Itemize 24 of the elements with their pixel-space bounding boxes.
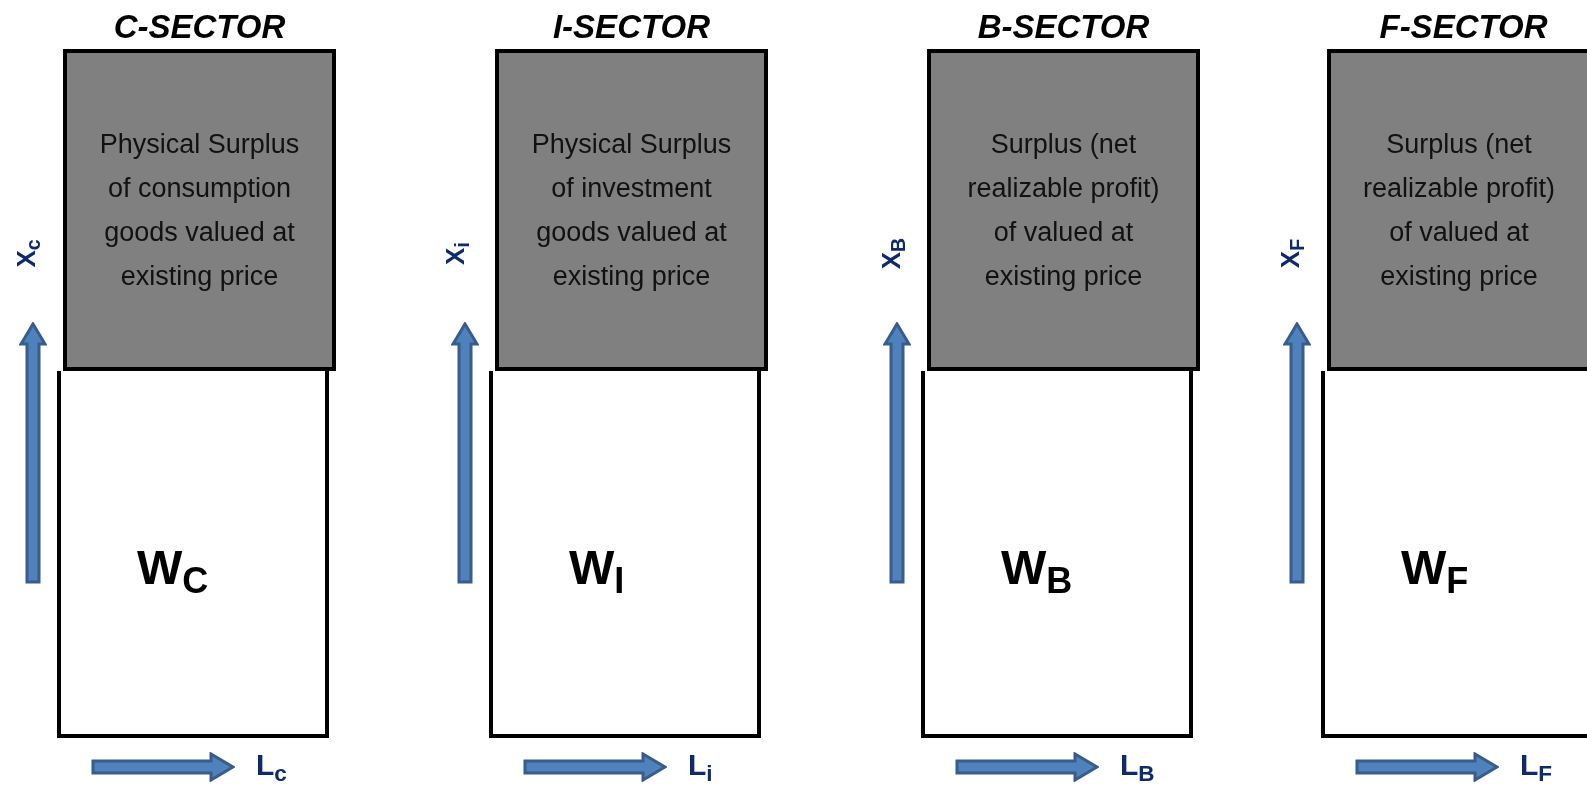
wage-label: W$_{C}$ bbox=[137, 539, 209, 603]
wage-box bbox=[921, 371, 1193, 738]
wage-box bbox=[1321, 371, 1587, 738]
surplus-box bbox=[63, 49, 336, 371]
wage-box bbox=[489, 371, 761, 738]
sector-title: F-SECTOR bbox=[1378, 7, 1549, 47]
wage-box bbox=[57, 371, 329, 738]
sector-title: B-SECTOR bbox=[976, 7, 1151, 47]
axis-label: L$_{F}$ bbox=[1520, 747, 1553, 787]
sector-title: I-SECTOR bbox=[551, 7, 712, 47]
wage-label: W$_{I}$ bbox=[569, 539, 625, 603]
box-text: Physical Surplus of consumption goods valued at existing price bbox=[98, 128, 301, 293]
wage-label: W$_{F}$ bbox=[1401, 539, 1469, 603]
box-text: Physical Surplus of investment goods valued at existing price bbox=[530, 128, 733, 293]
surplus-box bbox=[1327, 49, 1587, 371]
sector-title: C-SECTOR bbox=[112, 7, 287, 47]
axis-label: L$_{i}$ bbox=[688, 747, 713, 787]
axis-label: L$_{c}$ bbox=[256, 747, 287, 787]
box-text: Surplus (net realizable profit) of valued at existing price bbox=[1361, 128, 1557, 293]
axis-label: L$_{B}$ bbox=[1120, 747, 1155, 787]
surplus-box bbox=[927, 49, 1200, 371]
surplus-box bbox=[495, 49, 768, 371]
box-text: Surplus (net realizable profit) of valued at existing price bbox=[966, 128, 1161, 293]
wage-label: W$_{B}$ bbox=[1001, 539, 1073, 603]
